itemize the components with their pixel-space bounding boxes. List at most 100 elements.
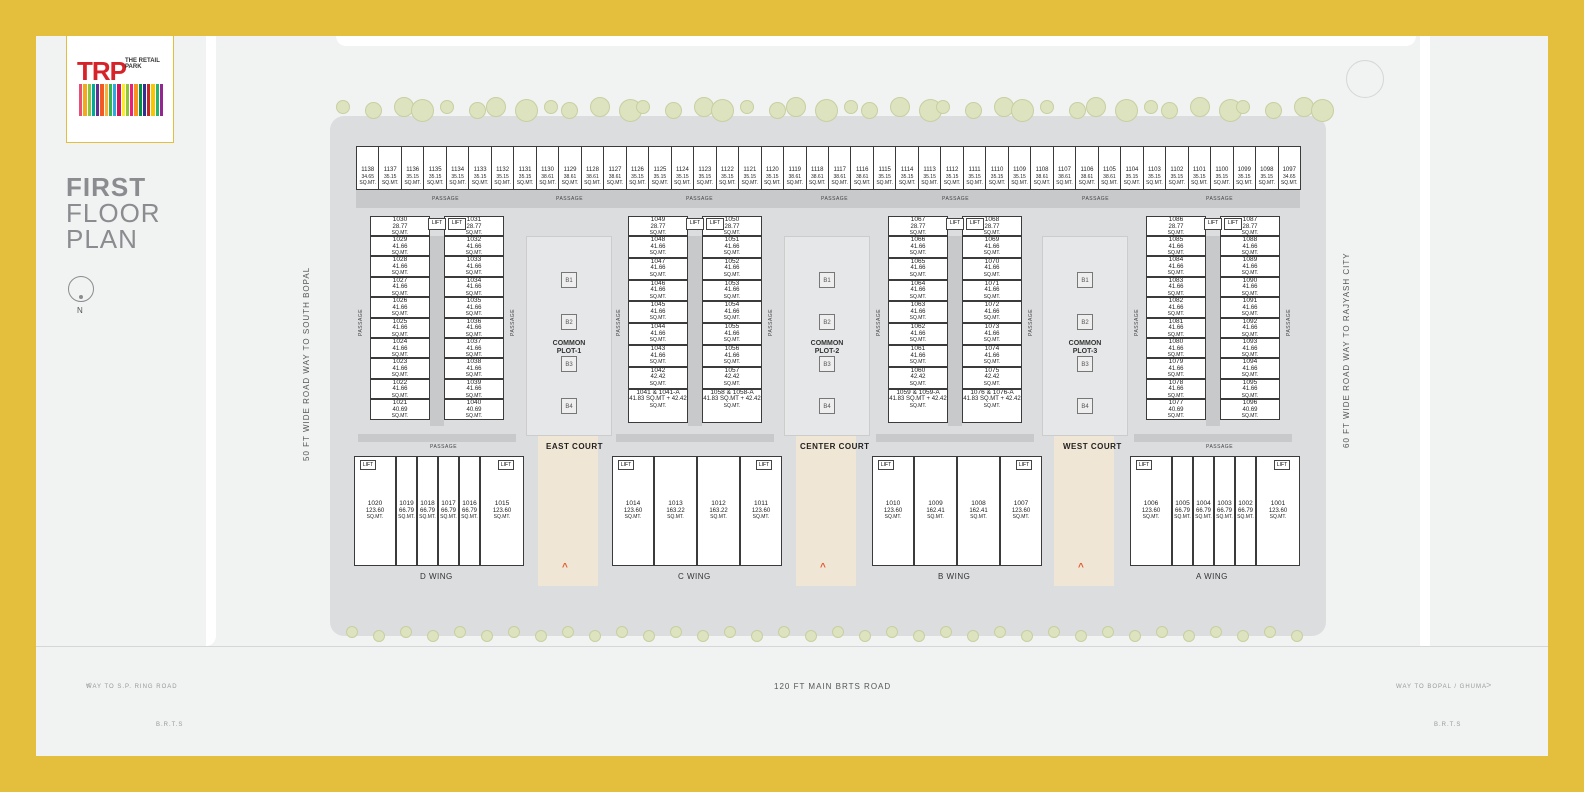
passage-label: PASSAGE [1028,308,1034,336]
passage-label: PASSAGE [616,308,622,336]
tree-icon [440,100,454,114]
tree-icon [859,630,871,642]
passage-label: PASSAGE [1286,308,1292,336]
lift-icon: LIFT [618,460,634,470]
compass-icon [68,276,94,302]
tree-icon [965,101,982,119]
road-label-right: 60 FT WIDE ROAD WAY TO RAJYASH CITY [1342,252,1351,448]
logo-bar [159,84,163,116]
logo-text: TRP [77,56,127,86]
tree-icon [1236,100,1250,114]
tree-icon [967,630,979,642]
lift-icon: LIFT [966,218,984,230]
logo-bar [79,84,83,116]
logo-bar [121,84,125,116]
tree-icon [636,100,650,114]
plot-marker: B3 [1077,356,1093,372]
tree-icon [508,626,520,638]
passage-label: PASSAGE [1082,196,1110,202]
tree-icon [544,100,558,114]
tree-icon [1048,626,1060,638]
logo-color-bars [79,84,163,116]
title-line-2: FLOOR [66,198,161,228]
tree-icon [365,101,382,119]
logo-bar [138,84,142,116]
tree-icon [454,626,466,638]
tree-icon [786,97,806,117]
passage-label: PASSAGE [821,196,849,202]
tree-icon [469,101,486,119]
tree-icon [740,100,754,114]
tree-icon [815,98,838,122]
tree-icon [1311,98,1334,122]
lift-icon: LIFT [428,218,446,230]
tree-icon [1115,98,1138,122]
top-road-edge [336,36,1416,46]
tree-icon [515,98,538,122]
tree-icon [643,630,655,642]
road-label-left: 50 FT WIDE ROAD WAY TO SOUTH BOPAL [302,266,311,461]
plot-marker: B4 [561,398,577,414]
tree-icon [724,626,736,638]
passage-label: PASSAGE [942,196,970,202]
logo-bar [108,84,112,116]
passage-label: PASSAGE [556,196,584,202]
tree-icon [1156,626,1168,638]
compass-label: N [77,306,83,315]
tree-icon [1264,626,1276,638]
tree-icon [590,97,610,117]
tree-icon [1086,97,1106,117]
lift-icon: LIFT [946,218,964,230]
tree-icon [994,626,1006,638]
logo-bar [91,84,95,116]
plot-marker: B3 [561,356,577,372]
service-core [430,236,444,426]
service-core [688,236,702,426]
